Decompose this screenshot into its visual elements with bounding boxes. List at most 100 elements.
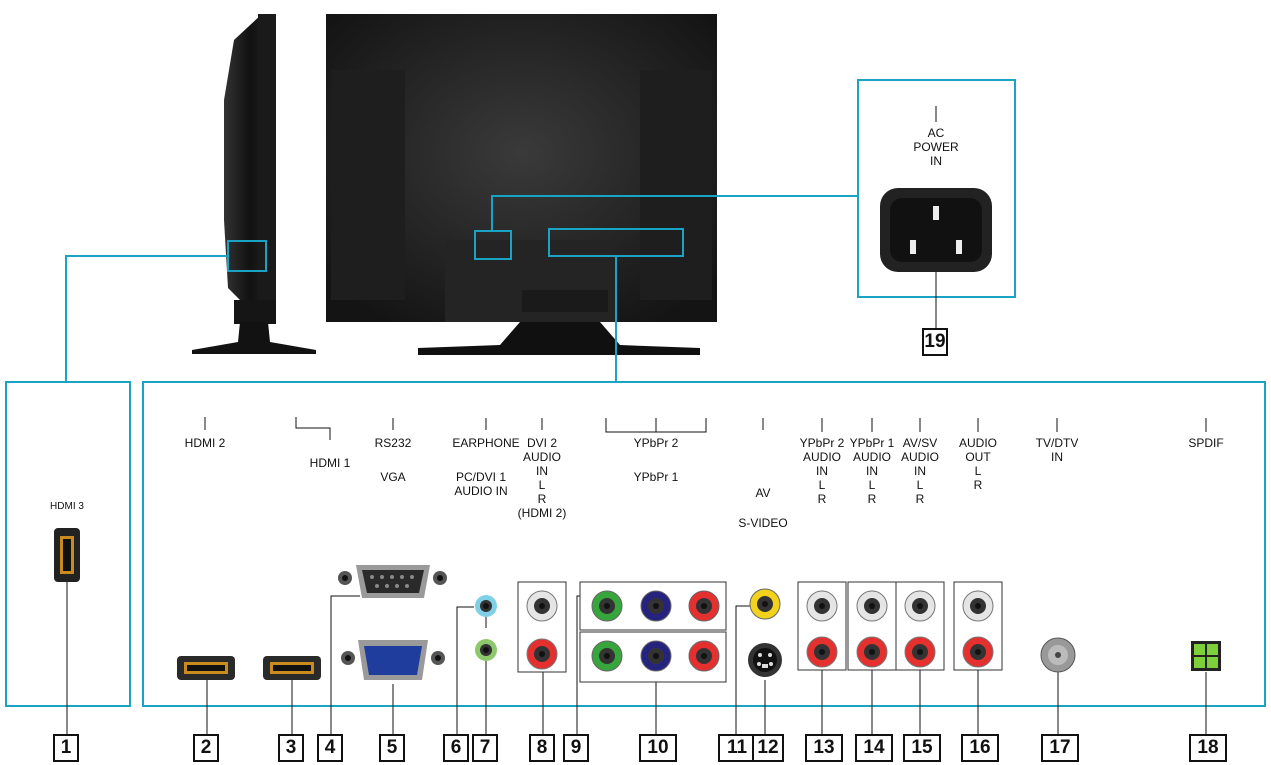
label-line: L <box>916 478 924 492</box>
rs232-port-icon <box>338 565 447 598</box>
label-line: OUT <box>965 450 991 464</box>
label-line: L <box>868 478 876 492</box>
label-line: RS232 <box>374 436 412 450</box>
callout-number-4: 4 <box>317 734 343 762</box>
label-line: PC/DVI 1 <box>455 470 506 484</box>
av-composite-jack-icon <box>749 588 781 620</box>
label-line: AV <box>755 486 771 500</box>
label-line: L <box>974 464 982 478</box>
vga-port-icon <box>341 640 445 680</box>
audio-out-label: AUDIO OUT L R <box>948 436 1008 492</box>
label-line: AUDIO <box>958 436 997 450</box>
tv-side-view <box>192 14 330 354</box>
tv-dtv-coax-port-icon <box>1040 637 1076 673</box>
rs232-label: RS232 <box>363 436 423 450</box>
ypbpr-jacks-icon <box>579 581 727 683</box>
label-line: AUDIO <box>522 450 561 464</box>
label-line: HDMI 1 <box>309 456 351 470</box>
label-line: IN <box>1051 450 1063 464</box>
hdmi-2-label: HDMI 2 <box>165 436 245 450</box>
ypbpr-1-label: YPbPr 1 <box>616 470 696 484</box>
callout-number-12: 12 <box>752 734 784 762</box>
label-line: IN <box>536 464 548 478</box>
callout-number-17: 17 <box>1041 734 1079 762</box>
hdmi-2-port-icon <box>177 656 235 680</box>
vga-label: VGA <box>363 470 423 484</box>
ac-power-in-label: AC POWER IN <box>896 126 976 168</box>
callout-number-5: 5 <box>379 734 405 762</box>
callout-number-2: 2 <box>193 734 219 762</box>
dvi-audio-rca-pair-icon <box>517 581 567 673</box>
callout-number-13: 13 <box>805 734 843 762</box>
label-line: IN <box>914 464 926 478</box>
label-line: AUDIO IN <box>454 484 508 498</box>
label-line: AUDIO <box>802 450 841 464</box>
label-line: YPbPr 1 <box>849 436 895 450</box>
ac-power-label-line: POWER <box>913 140 959 154</box>
hdmi-3-port-icon <box>54 528 80 582</box>
label-line: AUDIO <box>900 450 939 464</box>
ypbpr-2-audio-label: YPbPr 2 AUDIO IN L R <box>787 436 857 506</box>
label-line: S-VIDEO <box>738 516 788 530</box>
label-line: AUDIO <box>852 450 891 464</box>
callout-number-10: 10 <box>639 734 677 762</box>
ypbpr-1-audio-label: YPbPr 1 AUDIO IN L R <box>842 436 902 506</box>
label-line: R <box>817 492 827 506</box>
label-line: R <box>867 492 877 506</box>
earphone-label: EARPHONE <box>446 436 526 450</box>
ypbpr-2-label: YPbPr 2 <box>616 436 696 450</box>
callout-number-3: 3 <box>278 734 304 762</box>
av-sv-audio-rca-pair-icon <box>895 581 945 671</box>
callout-number-7: 7 <box>472 734 498 762</box>
spdif-optical-port-icon <box>1191 641 1221 671</box>
ypbpr1-audio-rca-pair-icon <box>847 581 897 671</box>
dvi-2-audio-label: DVI 2 AUDIO IN L R (HDMI 2) <box>507 436 577 520</box>
s-video-port-icon <box>748 643 782 677</box>
callout-number-19: 19 <box>922 328 948 356</box>
ac-power-label-line: AC <box>927 126 945 140</box>
callout-number-16: 16 <box>961 734 999 762</box>
s-video-label: S-VIDEO <box>717 516 809 530</box>
av-sv-audio-label: AV/SV AUDIO IN L R <box>892 436 948 506</box>
label-line: R <box>973 478 983 492</box>
label-line: YPbPr 2 <box>799 436 845 450</box>
ypbpr2-audio-rca-pair-icon <box>797 581 847 671</box>
label-line: IN <box>866 464 878 478</box>
leader-lines <box>66 106 1207 734</box>
label-line: AV/SV <box>902 436 938 450</box>
rear-detail-panel <box>142 381 1266 707</box>
accent-leader-lines <box>65 195 858 382</box>
side-detail-panel <box>5 381 131 707</box>
callout-number-1: 1 <box>53 734 79 762</box>
hdmi-3-label: HDMI 3 <box>50 501 84 512</box>
label-line: L <box>818 478 826 492</box>
label-line: VGA <box>380 470 406 484</box>
callout-number-11: 11 <box>718 734 756 762</box>
pc-audio-jack-icon <box>475 639 497 661</box>
earphone-jack-icon <box>475 595 497 617</box>
label-line: R <box>537 492 547 506</box>
audio-out-rca-pair-icon <box>953 581 1003 671</box>
callout-number-9: 9 <box>563 734 589 762</box>
ac-power-label-line: IN <box>930 154 942 168</box>
pc-dvi-audio-label: PC/DVI 1 AUDIO IN <box>436 470 526 498</box>
label-line: EARPHONE <box>452 436 520 450</box>
label-line: SPDIF <box>1188 436 1224 450</box>
callout-number-6: 6 <box>443 734 469 762</box>
label-line: TV/DTV <box>1035 436 1079 450</box>
label-line: HDMI 2 <box>184 436 226 450</box>
hdmi-1-port-icon <box>263 656 321 680</box>
callout-number-8: 8 <box>529 734 555 762</box>
label-line: YPbPr 1 <box>633 470 679 484</box>
label-line: L <box>538 478 546 492</box>
label-line: R <box>915 492 925 506</box>
callout-number-14: 14 <box>855 734 893 762</box>
callout-number-15: 15 <box>903 734 941 762</box>
ac-power-socket <box>880 188 992 272</box>
tv-dtv-in-label: TV/DTV IN <box>1022 436 1092 464</box>
label-line: (HDMI 2) <box>517 506 567 520</box>
label-line: IN <box>816 464 828 478</box>
label-line: DVI 2 <box>526 436 557 450</box>
hdmi-1-label: HDMI 1 <box>297 456 363 470</box>
